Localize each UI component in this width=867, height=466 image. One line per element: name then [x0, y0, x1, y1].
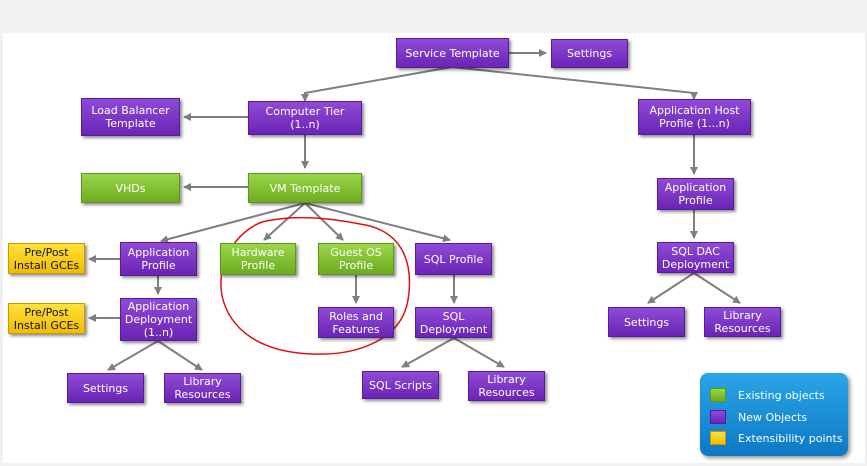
node-computer-tier[interactable]: Computer Tier (1..n) — [248, 101, 362, 135]
node-label: Pre/Post Install GCEs — [13, 245, 80, 272]
node-vm-template[interactable]: VM Template — [248, 173, 362, 203]
node-label: Settings — [566, 47, 613, 60]
node-roles-and-features[interactable]: Roles and Features — [318, 307, 394, 338]
legend-row-existing: Existing objects — [710, 387, 825, 403]
node-label: Pre/Post Install GCEs — [13, 305, 80, 332]
node-settings-left[interactable]: Settings — [67, 373, 144, 403]
legend-row-extensibility: Extensibility points — [710, 430, 843, 446]
node-label: Library Resources — [174, 375, 231, 401]
node-settings-top[interactable]: Settings — [551, 39, 628, 68]
node-vhds[interactable]: VHDs — [81, 173, 180, 203]
node-load-balancer-template[interactable]: Load Balancer Template — [81, 98, 180, 136]
node-label: Guest OS Profile — [330, 246, 382, 272]
node-library-resources-left[interactable]: Library Resources — [164, 373, 241, 403]
node-library-resources-mid[interactable]: Library Resources — [468, 371, 545, 401]
node-settings-right[interactable]: Settings — [608, 307, 685, 337]
node-label: SQL Scripts — [369, 378, 432, 392]
node-label: VHDs — [115, 181, 146, 195]
node-guest-os-profile[interactable]: Guest OS Profile — [318, 243, 394, 275]
node-label: Application Profile — [664, 181, 727, 207]
legend-label-new: New Objects — [738, 410, 808, 424]
node-label: Load Balancer Template — [91, 104, 170, 130]
node-label: Hardware Profile — [231, 246, 285, 272]
legend-swatch-green — [710, 388, 726, 402]
node-app-profile-left[interactable]: Application Profile — [120, 242, 197, 276]
node-label: Application Deployment (1..n) — [124, 300, 193, 339]
node-label: Library Resources — [714, 309, 771, 335]
node-label: Application Host Profile (1...n) — [649, 104, 740, 130]
node-label: Application Profile — [127, 246, 190, 272]
node-label: SQL Deployment — [419, 309, 488, 336]
node-label: Computer Tier (1..n) — [265, 105, 345, 131]
node-label: Settings — [623, 315, 670, 329]
legend: Existing objects New Objects Extensibili… — [700, 373, 848, 456]
node-pre-post-gces-2[interactable]: Pre/Post Install GCEs — [8, 303, 85, 334]
node-pre-post-gces-1[interactable]: Pre/Post Install GCEs — [8, 243, 85, 274]
legend-label-existing: Existing objects — [738, 388, 825, 402]
legend-label-extensibility: Extensibility points — [738, 431, 843, 445]
legend-swatch-purple — [710, 410, 726, 424]
node-app-profile-right[interactable]: Application Profile — [657, 178, 734, 210]
node-label: Library Resources — [478, 373, 535, 399]
node-label: Settings — [82, 381, 129, 395]
node-sql-deployment[interactable]: SQL Deployment — [415, 307, 492, 338]
node-service-template[interactable]: Service Template — [396, 38, 509, 68]
node-label: Service Template — [405, 46, 500, 60]
node-sql-profile[interactable]: SQL Profile — [415, 243, 492, 275]
node-label: SQL Profile — [423, 252, 484, 266]
node-label: SQL DAC Deployment — [661, 244, 730, 271]
node-app-deployment[interactable]: Application Deployment (1..n) — [120, 298, 197, 341]
node-label: Roles and Features — [329, 309, 383, 336]
node-sql-scripts[interactable]: SQL Scripts — [362, 371, 439, 399]
node-sql-dac-deployment[interactable]: SQL DAC Deployment — [657, 242, 734, 273]
node-app-host-profile[interactable]: Application Host Profile (1...n) — [638, 99, 751, 135]
legend-row-new: New Objects — [710, 409, 807, 425]
node-library-resources-right[interactable]: Library Resources — [704, 307, 781, 337]
node-label: VM Template — [269, 181, 341, 195]
node-hardware-profile[interactable]: Hardware Profile — [220, 243, 296, 275]
legend-swatch-yellow — [710, 431, 726, 445]
